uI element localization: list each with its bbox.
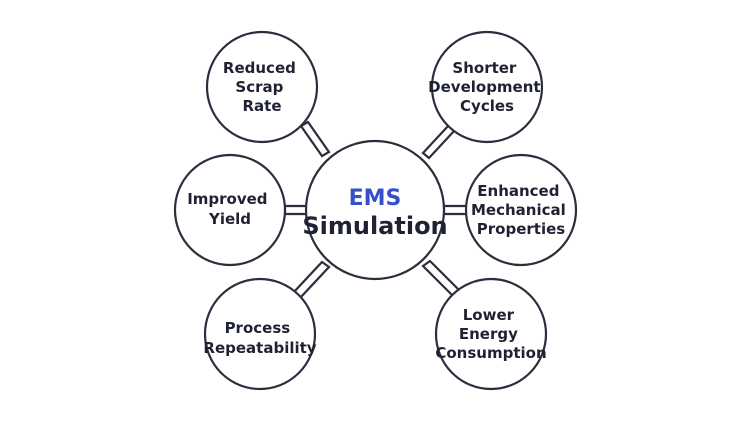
node-label-line: Rate	[242, 97, 281, 115]
connector-shorter-development-cycles	[421, 123, 457, 160]
node-label-line: Enhanced	[477, 182, 559, 200]
node-label-line: Cycles	[460, 97, 514, 115]
node-label: Enhanced Mechanical Properties	[471, 182, 571, 238]
outer-nodes: Reduced Scrap Rate Shorter Development C…	[173, 30, 578, 391]
center-title-line1: EMS	[349, 186, 402, 211]
node-label: Improved Yield	[187, 190, 273, 228]
node-label-line: Scrap	[235, 78, 283, 96]
node-improved-yield: Improved Yield	[173, 153, 287, 267]
node-label-line: Lower	[463, 306, 515, 324]
node-shorter-development-cycles: Shorter Development Cycles	[428, 30, 546, 144]
node-label-line: Repeatability	[203, 339, 316, 357]
connector-lower-energy-consumption	[421, 259, 462, 298]
node-label-line: Process	[225, 319, 291, 337]
node-reduced-scrap-rate: Reduced Scrap Rate	[205, 30, 319, 144]
node-label: Reduced Scrap Rate	[223, 59, 301, 115]
node-label: Shorter Development Cycles	[428, 59, 546, 115]
node-label-line: Consumption	[435, 344, 546, 362]
node-label-line: Properties	[477, 220, 565, 238]
node-label-line: Shorter	[452, 59, 517, 77]
center-node-ems-simulation: EMS Simulation	[302, 139, 448, 281]
node-label-line: Reduced	[223, 59, 296, 77]
center-title-line2: Simulation	[302, 212, 447, 240]
node-process-repeatability: Process Repeatability	[203, 277, 317, 391]
node-lower-energy-consumption: Lower Energy Consumption	[434, 277, 548, 391]
node-label-line: Improved	[187, 190, 267, 208]
node-enhanced-mechanical-properties: Enhanced Mechanical Properties	[464, 153, 578, 267]
connector-process-repeatability	[291, 260, 331, 300]
node-label: Process Repeatability	[203, 319, 316, 357]
node-label-line: Yield	[208, 210, 251, 228]
node-label: Lower Energy Consumption	[435, 306, 546, 362]
node-label-line: Development	[428, 78, 540, 96]
connector-reduced-scrap-rate	[299, 120, 331, 158]
node-label-line: Mechanical	[471, 201, 566, 219]
node-label-line: Energy	[459, 325, 518, 343]
